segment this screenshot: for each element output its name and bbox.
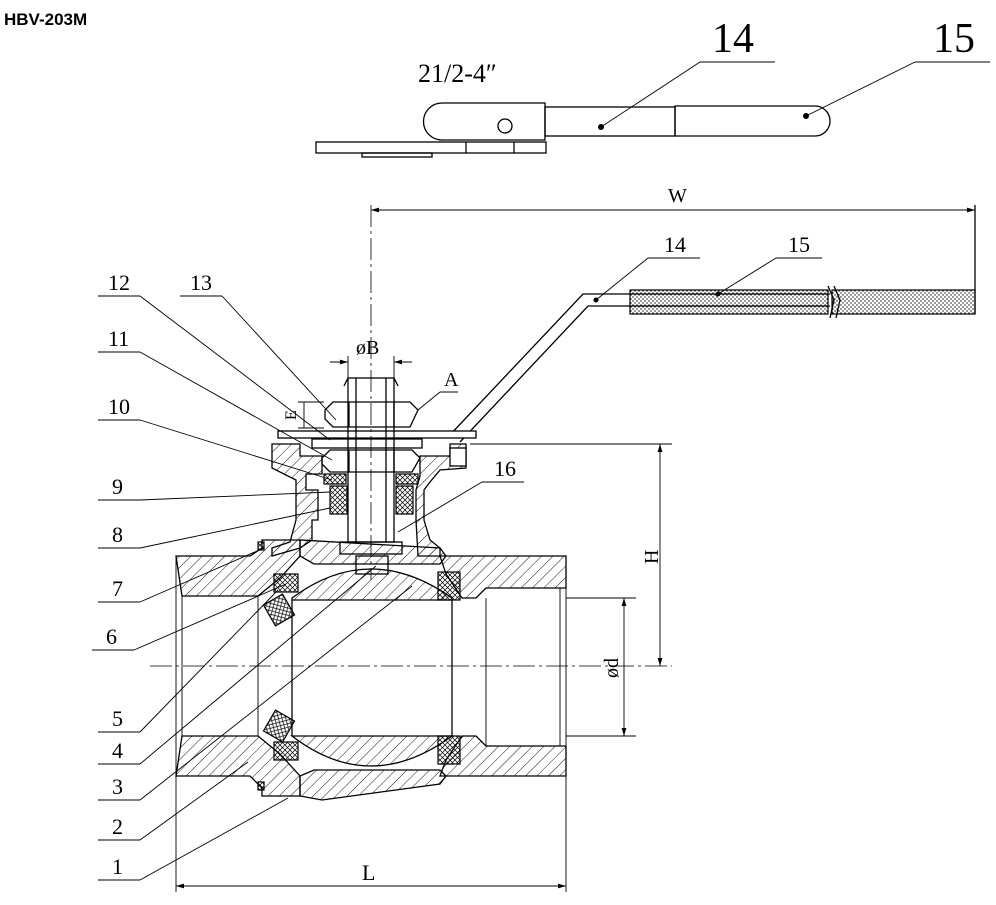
lever-handle bbox=[447, 205, 976, 443]
valve-body bbox=[175, 539, 567, 801]
callout-13: 13 bbox=[190, 270, 212, 295]
dimension-lines: W H ød L øB E A bbox=[175, 185, 975, 892]
callout-8: 8 bbox=[112, 522, 123, 547]
callout-11: 11 bbox=[108, 326, 129, 351]
callout-14: 14 bbox=[664, 232, 686, 257]
callout-12: 12 bbox=[108, 270, 130, 295]
dimension-h: H bbox=[641, 550, 663, 564]
variant-callout-14: 14 bbox=[712, 16, 754, 62]
handle-variant-view: 21/2-4″ 14 15 bbox=[315, 16, 990, 158]
ball-and-seats bbox=[262, 568, 461, 767]
dimension-w: W bbox=[668, 185, 687, 207]
callout-7: 7 bbox=[112, 576, 123, 601]
callout-15: 15 bbox=[788, 232, 810, 257]
callout-9: 9 bbox=[112, 474, 123, 499]
dimension-section: A bbox=[444, 369, 459, 391]
dimension-flat: E bbox=[283, 410, 300, 420]
callout-4: 4 bbox=[112, 738, 123, 763]
model-number: HBV-203M bbox=[4, 10, 88, 29]
dimension-stem-diameter: øB bbox=[356, 337, 379, 359]
callout-16: 16 bbox=[494, 456, 516, 481]
callout-1: 1 bbox=[112, 854, 123, 879]
callout-6: 6 bbox=[106, 624, 117, 649]
callout-3: 3 bbox=[112, 774, 123, 799]
dimension-l: L bbox=[362, 860, 375, 885]
callout-10: 10 bbox=[108, 394, 130, 419]
variant-callout-15: 15 bbox=[933, 16, 975, 62]
callout-2: 2 bbox=[112, 814, 123, 839]
callout-5: 5 bbox=[112, 706, 123, 731]
variant-size-label: 21/2-4″ bbox=[418, 59, 497, 88]
body-neck bbox=[271, 443, 467, 557]
part-callouts: 12 13 11 10 9 8 7 6 5 4 bbox=[92, 232, 822, 881]
dimension-bore: ød bbox=[601, 658, 623, 678]
center-lines bbox=[150, 205, 672, 667]
